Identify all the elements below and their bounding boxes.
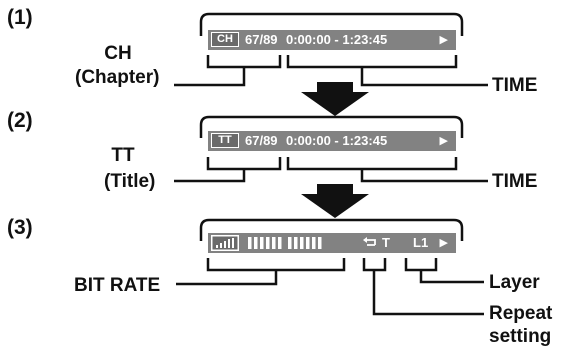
chapter-leader-line (174, 67, 246, 87)
time-label-2: TIME (492, 171, 538, 192)
chapter-counter: 67/89 (245, 32, 278, 47)
title-counter: 67/89 (245, 133, 278, 148)
time-label-1: TIME (492, 75, 538, 96)
time-leader-line-1 (360, 67, 488, 87)
repeat-bracket (362, 258, 387, 272)
repeat-icon (363, 237, 376, 246)
title-badge: TT (211, 133, 239, 148)
bitrate-leader-line (176, 270, 278, 286)
layer-indicator: L1 (413, 235, 429, 250)
chapter-badge: CH (211, 32, 239, 47)
repeat-setting-label-line1: Repeat (489, 303, 553, 324)
repeat-indicator: T (382, 235, 390, 250)
title-label-line2: (Title) (104, 171, 156, 192)
layer-label: Layer (489, 272, 540, 293)
down-arrow-icon (301, 184, 369, 218)
display-frame-1 (199, 12, 464, 36)
chapter-label-line2: (Chapter) (75, 67, 160, 88)
repeat-leader-line (372, 270, 484, 316)
step-number-1: (1) (7, 6, 33, 29)
osd-bar-2: TT 67/89 0:00:00 - 1:23:45 ▶ (208, 131, 456, 151)
chapter-bracket (206, 55, 282, 69)
title-bracket (206, 157, 282, 171)
play-icon: ▶ (439, 34, 448, 46)
layer-bracket (404, 258, 438, 272)
bitrate-meter-icon (248, 237, 322, 249)
display-frame-2 (199, 115, 464, 138)
time-bracket-2 (286, 157, 458, 171)
step-number-3: (3) (7, 216, 33, 239)
signal-bars-icon (211, 235, 239, 251)
title-label-line1: TT (111, 145, 135, 166)
osd-bar-1: CH 67/89 0:00:00 - 1:23:45 ▶ (208, 30, 456, 50)
time-bracket-1 (286, 55, 458, 69)
repeat-setting-label-line2: setting (489, 326, 552, 347)
layer-leader-line (419, 270, 484, 284)
bit-rate-label: BIT RATE (74, 275, 161, 296)
chapter-label-line1: CH (104, 43, 132, 64)
bitrate-bracket (206, 258, 346, 272)
display-frame-3 (199, 218, 464, 241)
time-range: 0:00:00 - 1:23:45 (286, 133, 388, 148)
down-arrow-icon (301, 82, 369, 116)
step-number-2: (2) (7, 109, 33, 132)
title-leader-line (174, 169, 246, 183)
osd-bar-3: T L1 ▶ (208, 233, 456, 253)
play-icon: ▶ (439, 237, 448, 249)
play-icon: ▶ (439, 135, 448, 147)
time-range: 0:00:00 - 1:23:45 (286, 32, 388, 47)
time-leader-line-2 (360, 169, 488, 183)
